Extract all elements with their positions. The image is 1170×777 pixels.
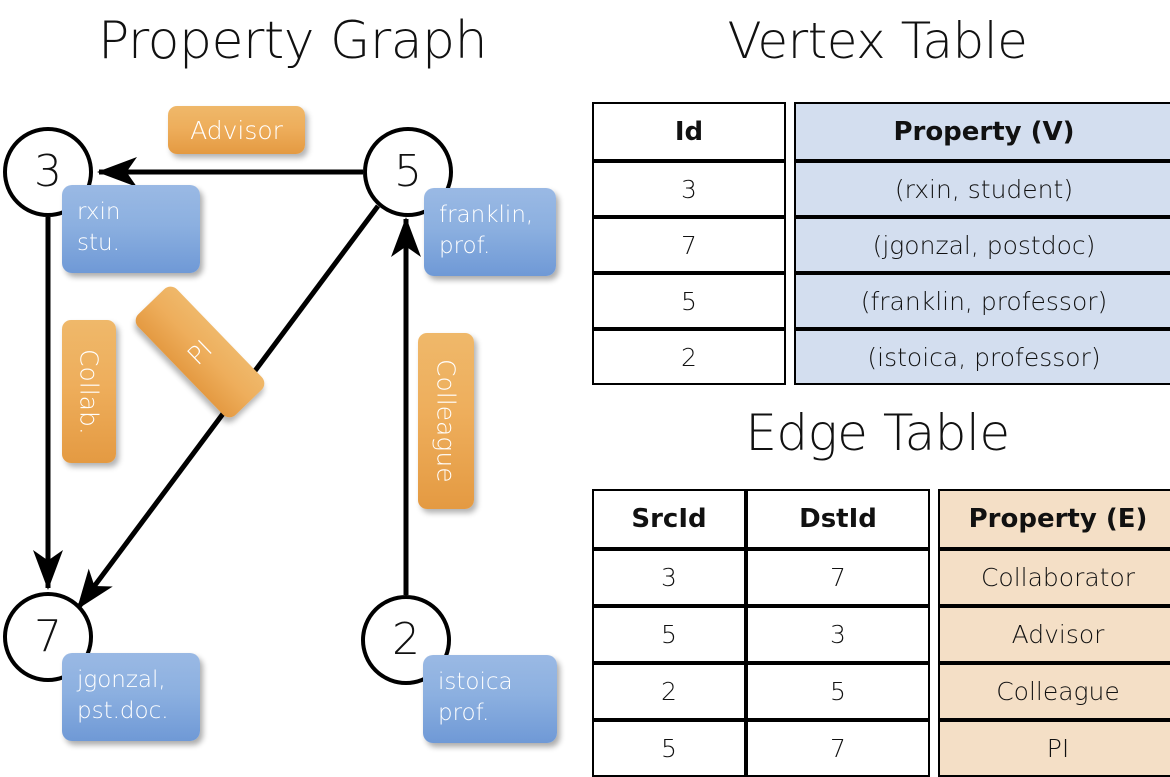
vertex-property-line-2: prof. bbox=[438, 700, 490, 726]
edge-table-column-gap bbox=[930, 663, 938, 720]
edge-label-pi-text: PI bbox=[181, 333, 219, 371]
table-row[interactable]: 5 3 Advisor bbox=[592, 606, 1170, 663]
vertex-cell-id: 3 bbox=[592, 161, 786, 217]
edge-cell-property: PI bbox=[938, 720, 1170, 777]
vertex-property-box-7[interactable]: jgonzal, pst.doc. bbox=[62, 653, 200, 741]
vertex-cell-id: 7 bbox=[592, 217, 786, 273]
vertex-cell-id: 5 bbox=[592, 273, 786, 329]
vertex-property-line-1: rxin bbox=[77, 199, 121, 225]
graph-node-5[interactable]: 5 bbox=[363, 127, 453, 217]
edge-cell-dstid: 7 bbox=[746, 720, 930, 777]
edge-label-advisor-text: Advisor bbox=[190, 115, 283, 145]
graph-node-7-label: 7 bbox=[34, 611, 62, 662]
vertex-property-line-2: pst.doc. bbox=[77, 698, 169, 724]
edge-label-collab[interactable]: Collab. bbox=[62, 320, 116, 463]
property-graph-diagram: 3 5 7 2 rxin stu. franklin, prof. jgonza… bbox=[0, 0, 585, 760]
edge-cell-srcid: 2 bbox=[592, 663, 746, 720]
vertex-table-column-gap bbox=[786, 329, 794, 385]
vertex-property-line-1: jgonzal, bbox=[77, 667, 166, 693]
edge-label-collab-text: Collab. bbox=[74, 348, 104, 435]
edge-cell-dstid: 3 bbox=[746, 606, 930, 663]
vertex-property-box-5[interactable]: franklin, prof. bbox=[424, 188, 556, 276]
vertex-property-box-2[interactable]: istoica prof. bbox=[423, 655, 557, 743]
edge-table-header-row: SrcId DstId Property (E) bbox=[592, 489, 1170, 549]
vertex-cell-property: (rxin, student) bbox=[794, 161, 1170, 217]
edge-cell-property: Colleague bbox=[938, 663, 1170, 720]
edge-cell-dstid: 5 bbox=[746, 663, 930, 720]
vertex-table-header-id: Id bbox=[592, 102, 786, 161]
edge-cell-dstid: 7 bbox=[746, 549, 930, 606]
edge-table-column-gap bbox=[930, 549, 938, 606]
vertex-property-box-3[interactable]: rxin stu. bbox=[62, 185, 200, 273]
vertex-property-line-2: prof. bbox=[439, 233, 491, 259]
vertex-table-column-gap bbox=[786, 273, 794, 329]
edge-cell-srcid: 3 bbox=[592, 549, 746, 606]
edge-table-column-gap bbox=[930, 720, 938, 777]
vertex-property-line-1: franklin, bbox=[439, 202, 534, 228]
vertex-cell-property: (jgonzal, postdoc) bbox=[794, 217, 1170, 273]
edge-cell-srcid: 5 bbox=[592, 720, 746, 777]
vertex-table-column-gap bbox=[786, 161, 794, 217]
graph-node-3-label: 3 bbox=[34, 146, 62, 197]
graph-node-2[interactable]: 2 bbox=[361, 595, 451, 685]
vertex-property-line-1: istoica bbox=[438, 669, 513, 695]
edge-table: SrcId DstId Property (E) 3 7 Collaborato… bbox=[592, 489, 1170, 777]
table-row[interactable]: 7 (jgonzal, postdoc) bbox=[592, 217, 1170, 273]
edge-label-colleague[interactable]: Colleague bbox=[418, 333, 474, 509]
vertex-cell-id: 2 bbox=[592, 329, 786, 385]
vertex-table: Id Property (V) 3 (rxin, student) 7 (jgo… bbox=[592, 102, 1170, 385]
edge-table-header-dstid: DstId bbox=[746, 489, 930, 549]
edge-table-header-srcid: SrcId bbox=[592, 489, 746, 549]
page-title-property-graph: Property Graph bbox=[97, 11, 488, 71]
edge-table-column-gap bbox=[930, 489, 938, 549]
vertex-cell-property: (istoica, professor) bbox=[794, 329, 1170, 385]
table-row[interactable]: 2 5 Colleague bbox=[592, 663, 1170, 720]
edge-cell-property: Advisor bbox=[938, 606, 1170, 663]
edge-cell-srcid: 5 bbox=[592, 606, 746, 663]
edge-cell-property: Collaborator bbox=[938, 549, 1170, 606]
table-row[interactable]: 2 (istoica, professor) bbox=[592, 329, 1170, 385]
edge-table-column-gap bbox=[930, 606, 938, 663]
vertex-table-column-gap bbox=[786, 102, 794, 161]
edge-table-header-property: Property (E) bbox=[938, 489, 1170, 549]
table-row[interactable]: 5 (franklin, professor) bbox=[592, 273, 1170, 329]
vertex-table-header-row: Id Property (V) bbox=[592, 102, 1170, 161]
vertex-table-header-property: Property (V) bbox=[794, 102, 1170, 161]
table-row[interactable]: 3 (rxin, student) bbox=[592, 161, 1170, 217]
table-row[interactable]: 5 7 PI bbox=[592, 720, 1170, 777]
graph-node-2-label: 2 bbox=[392, 614, 420, 665]
vertex-table-column-gap bbox=[786, 217, 794, 273]
graph-node-5-label: 5 bbox=[394, 146, 422, 197]
page-title-vertex-table: Vertex Table bbox=[727, 12, 1028, 70]
page-title-edge-table: Edge Table bbox=[745, 404, 1010, 462]
vertex-cell-property: (franklin, professor) bbox=[794, 273, 1170, 329]
edge-label-advisor[interactable]: Advisor bbox=[168, 106, 305, 154]
vertex-property-line-2: stu. bbox=[77, 230, 120, 256]
table-row[interactable]: 3 7 Collaborator bbox=[592, 549, 1170, 606]
edge-label-colleague-text: Colleague bbox=[431, 359, 461, 483]
